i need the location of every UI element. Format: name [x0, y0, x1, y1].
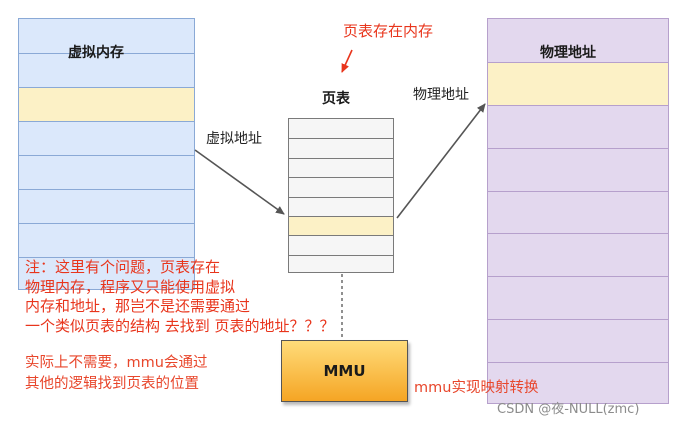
- answer-note: 实际上不需要，mmu会通过 其他的逻辑找到页表的位置: [25, 353, 207, 395]
- page-table-to-physical-arrow: [396, 103, 486, 219]
- question-line: 内存和地址，那岂不是还需要通过: [25, 297, 251, 315]
- mmu-label: MMU: [323, 362, 366, 380]
- page-table-row: [289, 235, 393, 255]
- question-note: 注：这里有个问题，页表存在 物理内存，程序又只能使用虚拟 内存和地址，那岂不是还…: [25, 258, 335, 336]
- virtual-memory-row-highlighted: [19, 87, 194, 121]
- page-table-row: [289, 197, 393, 216]
- physical-memory-row: [488, 105, 668, 148]
- mmu-mapping-note: mmu实现映射转换: [414, 380, 539, 396]
- physical-memory-block: [487, 18, 669, 404]
- question-line: 一个类似页表的结构 去找到 页表的地址？？？: [25, 316, 335, 335]
- watermark: CSDN @夜-NULL(zmc): [497, 402, 640, 417]
- virtual-memory-row: [19, 53, 194, 87]
- mmu-box: MMU: [281, 340, 408, 402]
- question-line: 物理内存，程序又只能使用虚拟: [25, 277, 236, 296]
- physical-memory-row: [488, 362, 668, 405]
- answer-line: 实际上不需要，mmu会通过: [25, 355, 208, 371]
- virtual-to-page-table-arrow: [194, 149, 285, 215]
- question-line: 注：这里有个问题，页表存在: [25, 258, 221, 276]
- virtual-address-label: 虚拟地址: [206, 131, 262, 147]
- page-table-row: [289, 255, 393, 274]
- physical-address-edge-label: 物理地址: [413, 87, 469, 103]
- physical-memory-row: [488, 148, 668, 191]
- page-table-row-highlighted: [289, 216, 393, 235]
- physical-memory-row: [488, 276, 668, 319]
- page-table-block: [288, 118, 394, 273]
- page-table-row: [289, 158, 393, 177]
- physical-memory-title: 物理地址: [540, 45, 596, 61]
- virtual-memory-row: [19, 223, 194, 257]
- page-table-in-memory-note: 页表存在内存: [343, 22, 434, 40]
- answer-line: 其他的逻辑找到页表的位置: [25, 376, 199, 392]
- physical-memory-row: [488, 233, 668, 276]
- page-table-in-memory-arrow: [341, 49, 353, 73]
- virtual-memory-row: [19, 155, 194, 189]
- physical-memory-row-highlighted: [488, 62, 668, 105]
- virtual-memory-title: 虚拟内存: [68, 45, 124, 61]
- virtual-memory-row: [19, 257, 194, 291]
- physical-memory-row: [488, 319, 668, 362]
- virtual-memory-block: [18, 18, 195, 290]
- virtual-memory-row: [19, 121, 194, 155]
- page-table-row: [289, 138, 393, 158]
- physical-memory-row: [488, 191, 668, 233]
- page-table-title: 页表: [322, 91, 350, 107]
- virtual-memory-row: [19, 189, 194, 223]
- page-table-row: [289, 177, 393, 197]
